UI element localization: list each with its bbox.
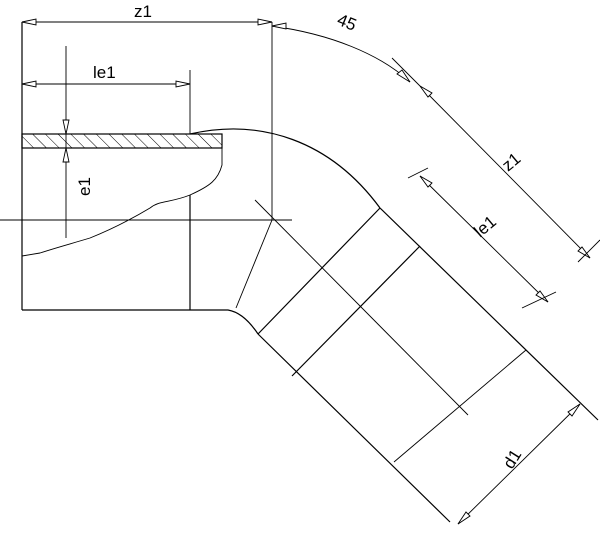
elbow-inner-curve <box>190 309 259 335</box>
dimension-z1-top: z1 <box>21 2 273 26</box>
wall-section-hatched <box>21 133 223 149</box>
dimension-le1-angled: le1 <box>407 167 557 309</box>
socket-outline <box>21 22 191 311</box>
break-line <box>21 147 223 257</box>
dimension-angle-45: 45 <box>271 10 421 87</box>
dimension-d1: d1 <box>457 403 581 525</box>
center-lines <box>0 22 469 416</box>
spigot-body <box>257 207 599 523</box>
label-e1: e1 <box>75 177 94 196</box>
label-angle-45: 45 <box>335 10 360 35</box>
label-le1-right: le1 <box>470 212 500 241</box>
dimension-z1-angled: z1 <box>419 85 600 263</box>
dimension-e1: e1 <box>62 46 94 238</box>
elbow-outer-curve <box>189 128 381 209</box>
label-d1: d1 <box>499 446 525 472</box>
label-le1-top: le1 <box>93 63 116 82</box>
label-z1-top: z1 <box>134 2 152 21</box>
label-z1-right: z1 <box>498 149 524 175</box>
dimension-le1-top: le1 <box>21 63 191 134</box>
